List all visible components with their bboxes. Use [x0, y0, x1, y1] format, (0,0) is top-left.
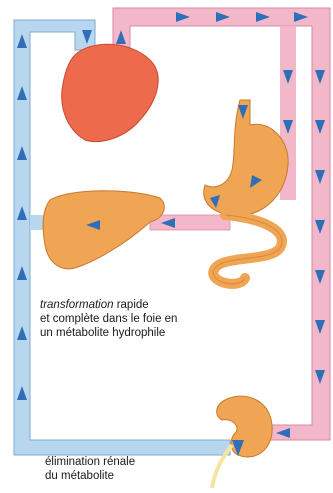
transformation-caption: transformation rapide et complète dans l… — [40, 298, 300, 340]
elimination-caption: élimination rénale du métabolite — [45, 455, 205, 483]
liver-organ — [43, 191, 164, 269]
heart-organ — [62, 44, 158, 141]
elimination-line1: élimination rénale — [45, 456, 135, 468]
portal-vein — [150, 215, 230, 230]
transformation-line3: un métabolite hydrophile — [40, 327, 165, 339]
transformation-rest: rapide — [114, 299, 149, 311]
elimination-line2: du métabolite — [45, 470, 114, 482]
transformation-line2: et complète dans le foie en — [40, 313, 177, 325]
transformation-italic: transformation — [40, 299, 114, 311]
